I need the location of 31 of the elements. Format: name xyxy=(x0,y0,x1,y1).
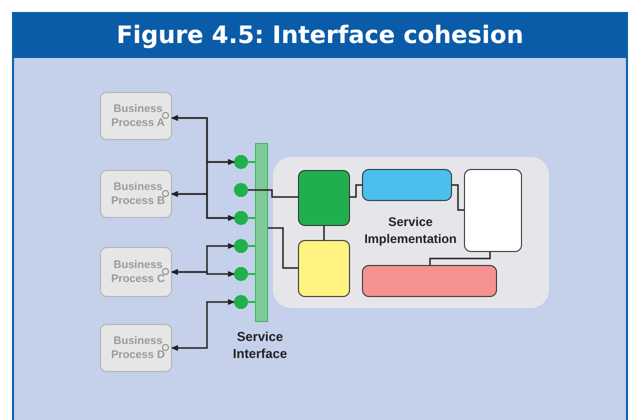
connector-line xyxy=(452,184,464,211)
process-box xyxy=(100,92,172,140)
process-box xyxy=(100,324,172,372)
connector-stub xyxy=(248,273,255,275)
connector-stub xyxy=(248,217,255,219)
process-label: Business Process B xyxy=(111,180,165,208)
connector-line xyxy=(171,191,235,221)
component-box xyxy=(362,265,497,297)
implementation-panel xyxy=(273,157,549,308)
component-box xyxy=(464,169,522,252)
connector-line xyxy=(323,226,325,240)
connector-line xyxy=(171,299,235,351)
connector-line xyxy=(350,184,362,198)
connector-line xyxy=(429,252,491,265)
connector-stub xyxy=(248,161,255,163)
process-label: Business Process C xyxy=(111,258,165,286)
implementation-label: Service Implementation xyxy=(363,214,458,248)
process-label: Business Process A xyxy=(111,102,165,130)
interface-label: Service Interface xyxy=(232,328,288,362)
connector-line xyxy=(268,227,298,269)
figure-title: Figure 4.5: Interface cohesion xyxy=(116,21,524,49)
component-box xyxy=(298,240,350,297)
connector-stub xyxy=(248,245,255,247)
connector-stub xyxy=(248,301,255,303)
process-label: Business Process D xyxy=(111,334,165,362)
process-box xyxy=(100,170,172,218)
component-box xyxy=(298,170,350,226)
component-box xyxy=(362,169,452,201)
connector-line xyxy=(248,189,298,198)
process-box xyxy=(100,247,172,297)
connector-line xyxy=(171,269,235,277)
